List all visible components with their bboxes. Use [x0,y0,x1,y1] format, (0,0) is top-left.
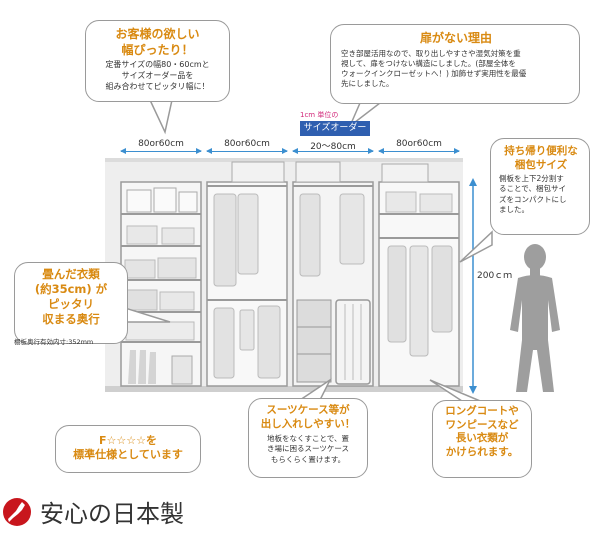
bubble-long-coat-title-3: 長い衣類が [455,432,509,445]
bubble-carry-title-2: 梱包サイズ [514,158,568,171]
bubble-order-size-body-2: サイズオーダー品を [121,70,194,80]
bubble-folded: 畳んだ衣類 (約35cm) が ピッタリ 収まる奥行 [14,262,128,344]
unit-shelves [120,181,202,387]
footer-title: 安心の日本製 [40,500,184,528]
bubble-carry-body-4: ました。 [499,204,529,214]
width-label-1: 80or60cm [138,139,184,149]
width-dimension-4 [378,148,460,154]
height-label: 200ｃｍ [477,271,513,281]
bubble-long-coat: ロングコートや ワンピースなど 長い衣類が かけられます。 [432,400,532,478]
bubble-carry-body-2: ることで、梱包サイ [499,184,566,194]
bubble-no-door: 扉がない理由 空き部屋活用なので、取り出しやすさや湿気対策を重 視して、扉をつけ… [330,24,580,104]
bubble-suitcase-body-2: き場に困るスーツケース [267,444,349,454]
bubble-suitcase-body-3: もらくらく置けます。 [270,454,346,464]
order-unit-note: 1cm 単位の [300,111,339,119]
bubble-long-coat-title-1: ロングコートや [445,405,519,417]
bubble-no-door-body-4: 先にしました。 [341,78,394,88]
bubble-long-coat-title-2: ワンピースなど [445,418,519,431]
bubble-folded-title-4: 収まる奥行 [42,311,100,326]
bubble-standard-title-2: 標準仕様としています [73,448,183,462]
unit-long-hanging [378,163,460,387]
bubble-suitcase-body-1: 地板をなくすことで、置 [267,434,349,444]
person-silhouette [510,244,560,392]
folded-depth-note: 棚板奥行有効内寸:352mm [14,338,94,346]
width-label-4: 80or60cm [396,139,442,149]
bubble-order-size-body-1: 定番サイズの幅80・60cmと [105,60,210,70]
bubble-folded-title-3: ピッタリ [48,296,94,311]
bubble-no-door-body-1: 空き部屋活用なので、取り出しやすさや湿気対策を重 [341,48,521,58]
bubble-no-door-body-3: ウォークインクローゼットへ！) 加飾せず実用性を最優 [341,68,527,78]
size-order-tag: サイズオーダー [300,121,370,136]
bubble-order-size: お客様の欲しい 幅ぴったり！ 定番サイズの幅80・60cmと サイズオーダー品を… [85,20,230,102]
bubble-folded-title-2: (約35cm) が [34,281,108,296]
width-label-2: 80or60cm [224,139,270,149]
bubble-carry: 持ち帰り便利な 梱包サイズ 側板を上下2分割す ることで、梱包サイ ズをコンパク… [490,138,590,235]
bubble-carry-body-3: ズをコンパクトにし [499,194,567,204]
width-dimension-3 [292,148,374,154]
bubble-long-coat-title-4: かけられます。 [445,445,519,458]
width-dimension-1 [120,148,202,154]
width-label-3: 20〜80cm [310,142,356,152]
bubble-standard-title-1: F☆☆☆☆を [99,434,157,447]
unit-size-order [292,161,374,387]
japan-map-icon [3,498,31,526]
bubble-suitcase-title-1: スーツケース等が [266,404,350,416]
bubble-folded-title-1: 畳んだ衣類 [42,267,100,281]
bubble-carry-body-1: 側板を上下2分割す [499,174,564,184]
bubble-order-size-title-2: 幅ぴったり！ [121,42,194,57]
bubble-suitcase: スーツケース等が 出し入れしやすい！ 地板をなくすことで、置 き場に困るスーツケ… [248,398,368,478]
bubble-no-door-title: 扉がない理由 [419,31,492,45]
bubble-order-size-title-1: お客様の欲しい [115,27,200,41]
floor [105,386,463,392]
bubble-no-door-body-2: 視して、扉をつけない構造にしました。(部屋全体を [341,58,516,68]
bubble-suitcase-title-2: 出し入れしやすい！ [260,417,356,430]
bubble-carry-title-1: 持ち帰り便利な [504,145,578,157]
bubble-order-size-body-3: 組み合わせてピッタリ幅に！ [105,81,210,91]
bubble-standard: F☆☆☆☆を 標準仕様としています [55,425,201,473]
width-dimension-2 [206,148,288,154]
unit-hanging-double [206,161,288,387]
